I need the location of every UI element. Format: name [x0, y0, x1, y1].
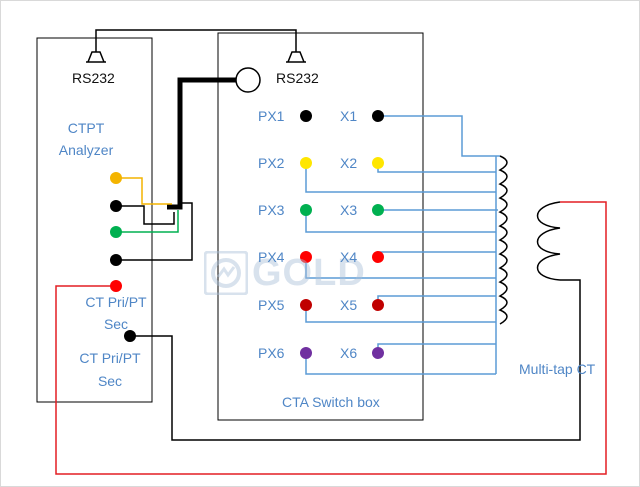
terminal-black-ct [124, 330, 136, 342]
multitap-primary-coil [537, 201, 561, 281]
rs232-label-right: RS232 [276, 70, 319, 86]
cable-port-circle [235, 67, 261, 93]
yellow-wire [116, 177, 172, 205]
label-x6: X6 [340, 345, 358, 361]
label-px6: PX6 [258, 345, 285, 361]
label-px5: PX5 [258, 297, 285, 313]
label-px2: PX2 [258, 155, 285, 171]
terminal-px4 [300, 251, 312, 263]
terminal-black-1 [110, 200, 122, 212]
terminal-x6 [372, 347, 384, 359]
thick-cable [167, 77, 236, 210]
terminal-x1 [372, 110, 384, 122]
ct-pri-red-label-line1: CT Pri/PT [85, 294, 147, 310]
blue-wires [305, 115, 500, 375]
ct-pri-red-label-line2: Sec [103, 316, 129, 332]
label-x4: X4 [340, 249, 358, 265]
analyzer-title-line2: Analyzer [58, 142, 114, 158]
multitap-ct-label: Multi-tap CT [519, 361, 596, 377]
switch-terminals [300, 110, 384, 359]
red-wire-ct [55, 201, 607, 475]
ct-pri-black-label-line2: Sec [97, 373, 123, 389]
terminal-px3 [300, 204, 312, 216]
black-wire-1 [116, 205, 175, 225]
rs232-connector-left [86, 51, 106, 63]
label-x2: X2 [340, 155, 358, 171]
terminal-x5 [372, 299, 384, 311]
terminal-px1 [300, 110, 312, 122]
gold-logo-icon [204, 251, 248, 295]
rs232-label-left: RS232 [72, 70, 115, 86]
terminal-px6 [300, 347, 312, 359]
terminal-px5 [300, 299, 312, 311]
terminal-x3 [372, 204, 384, 216]
ct-pri-black-label-line1: CT Pri/PT [79, 350, 141, 366]
gold-watermark: GOLD [204, 250, 382, 296]
ctpt-analyzer-box [36, 37, 153, 403]
green-wire [116, 210, 179, 233]
terminal-x2 [372, 157, 384, 169]
label-px4: PX4 [258, 249, 285, 265]
label-x5: X5 [340, 297, 358, 313]
label-x3: X3 [340, 202, 358, 218]
black-wire-ct [130, 279, 581, 441]
terminal-px2 [300, 157, 312, 169]
terminal-yellow [110, 172, 122, 184]
terminal-green [110, 226, 122, 238]
label-px1: PX1 [258, 108, 285, 124]
watermark-text: GOLD [252, 252, 366, 294]
terminal-black-2 [110, 254, 122, 266]
label-px3: PX3 [258, 202, 285, 218]
terminal-x4 [372, 251, 384, 263]
switch-box-label: CTA Switch box [282, 394, 380, 410]
rs232-connector-right [286, 51, 306, 63]
multitap-secondary-coil [498, 155, 508, 325]
rs232-cable [95, 29, 297, 52]
cta-switch-box [217, 32, 424, 421]
analyzer-title-line1: CTPT [67, 120, 105, 136]
label-x1: X1 [340, 108, 358, 124]
terminal-red-ct [110, 280, 122, 292]
analyzer-terminals [110, 172, 136, 342]
black-wire-2 [116, 202, 193, 261]
